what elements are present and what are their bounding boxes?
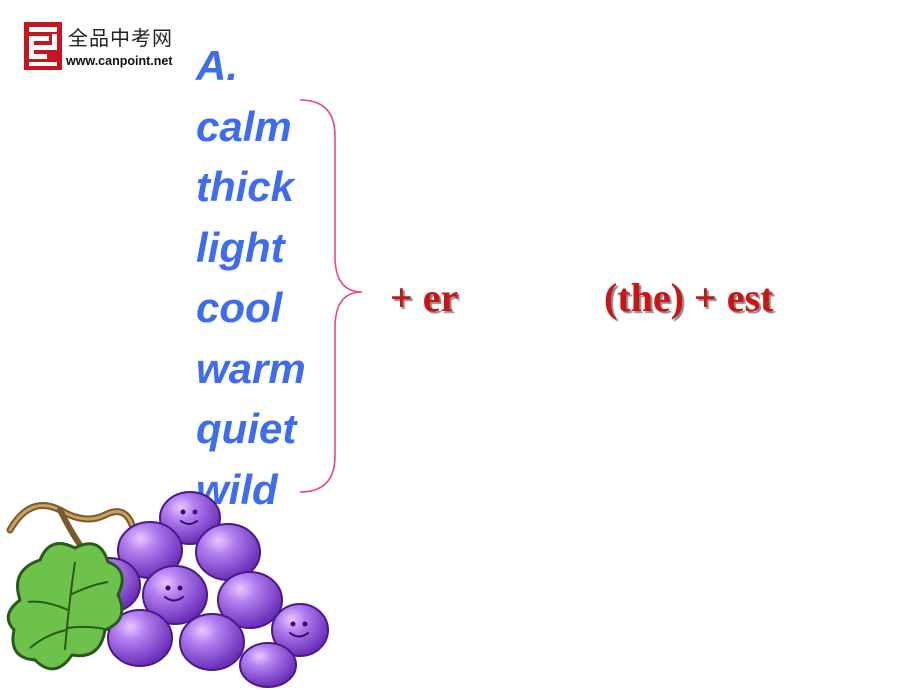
word-item: thick — [196, 163, 295, 210]
adjective-list: A. calm thick light cool warm quiet wild — [196, 36, 306, 520]
site-logo: 全品中考网 www.canpoint.net — [22, 20, 202, 76]
logo-chinese-name: 全品中考网 — [68, 26, 173, 50]
superlative-rule: (the) + est — [604, 275, 774, 320]
word-item: warm — [196, 344, 306, 392]
word-item: calm — [196, 102, 292, 150]
logo-url: www.canpoint.net — [66, 54, 173, 68]
section-heading: A. — [196, 42, 238, 89]
word-item: light — [196, 223, 285, 271]
word-item: cool — [196, 284, 283, 331]
canpoint-seal-icon — [24, 22, 62, 70]
curly-brace — [299, 99, 363, 493]
comparative-rule: + er — [390, 275, 459, 320]
word-item: quiet — [196, 405, 297, 452]
smiling-grapes-illustration — [6, 491, 329, 688]
